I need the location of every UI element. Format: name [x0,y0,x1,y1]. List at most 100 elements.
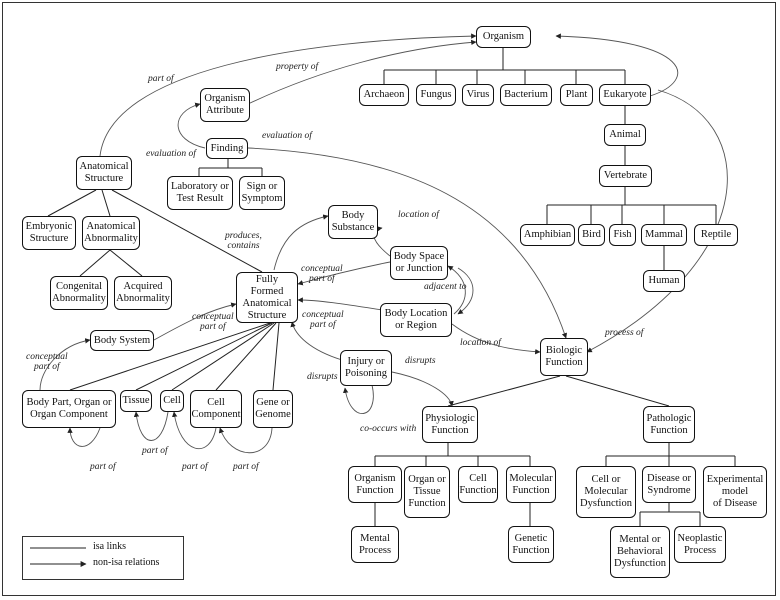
node-organism-function: Organism Function [348,466,402,503]
rel-conceptual-2 [297,297,383,311]
label-evaluation-of-2: evaluation of [262,131,312,141]
isa-physiologic-sub [374,503,531,526]
node-body-space: Body Space or Junction [390,246,448,280]
label-conceptual-part-of-4: conceptual part of [26,352,68,372]
legend-nonisa-label: non-isa relations [93,557,160,568]
isa-disease [639,503,701,526]
node-body-part: Body Part, Organ or Organ Component [22,390,116,428]
node-organism: Organism [476,26,531,48]
node-anatomical-structure: Anatomical Structure [76,156,132,190]
rel-property-of [247,39,477,105]
label-location-of-top: location of [398,210,439,220]
legend: isa links non-isa relations [22,536,184,580]
node-organism-attribute: Organism Attribute [200,88,250,122]
label-co-occurs-with: co-occurs with [360,424,417,434]
node-finding: Finding [206,138,248,159]
node-animal: Animal [604,124,646,146]
isa-physiologic-function [374,443,531,466]
rel-process-of [586,89,728,353]
node-congenital-abnormality: Congenital Abnormality [50,276,108,310]
node-pathologic-function: Pathologic Function [643,406,695,443]
label-part-of-2: part of [142,446,168,456]
node-human: Human [643,270,685,292]
rel-part-of-top [99,33,477,157]
node-molecular-function: Molecular Function [506,466,556,503]
label-part-of-top: part of [148,74,174,84]
node-vertebrate: Vertebrate [599,165,652,187]
rel-conceptual-3 [153,302,237,341]
node-fungus: Fungus [416,84,456,106]
node-cell-component: Cell Component [190,390,242,428]
node-body-substance: Body Substance [328,205,378,239]
rel-conceptual-1 [297,261,391,286]
isa-abnormality [79,249,143,277]
node-physiologic-function: Physiologic Function [422,406,478,443]
isa-organism [383,48,626,84]
rel-evaluation-of-2 [247,147,568,339]
node-body-system: Body System [90,330,154,351]
node-cell: Cell [160,390,184,412]
isa-fully-formed [69,322,280,391]
rel-part-of-3 [172,411,217,450]
rel-eukaryote-organism [555,33,679,97]
node-embryonic-structure: Embryonic Structure [22,216,76,250]
label-property-of: property of [276,62,319,72]
node-anatomical-abnormality: Anatomical Abnormality [82,216,140,250]
node-biologic-function: Biologic Function [540,338,588,376]
label-conceptual-part-of-3: conceptual part of [192,312,234,332]
node-gene-genome: Gene or Genome [253,390,293,428]
label-conceptual-part-of-2: conceptual part of [302,310,344,330]
rel-adjacent-1 [457,267,474,315]
node-acquired-abnormality: Acquired Abnormality [114,276,172,310]
label-location-of-bottom: location of [460,338,501,348]
node-cell-function: Cell Function [458,466,498,503]
isa-biologic-function [447,375,670,407]
node-tissue: Tissue [120,390,152,412]
label-part-of-1: part of [90,462,116,472]
isa-finding [198,159,263,176]
label-disrupts-1: disrupts [307,372,338,382]
node-bird: Bird [578,224,605,246]
rel-part-of-2 [133,411,169,441]
node-fish: Fish [609,224,636,246]
node-plant: Plant [560,84,593,106]
rel-disrupts-2 [391,371,454,407]
rel-disrupts-1 [290,321,343,361]
legend-isa-label: isa links [93,541,127,552]
rel-part-of-4 [218,427,273,454]
rel-location-of-bottom [451,323,541,355]
node-eukaryote: Eukaryote [599,84,651,106]
node-archaeon: Archaeon [359,84,409,106]
label-produces-contains: produces, contains [225,231,262,251]
label-part-of-3: part of [182,462,208,472]
node-injury-poisoning: Injury or Poisoning [340,350,392,386]
isa-links [47,48,736,526]
node-genetic-function: Genetic Function [508,526,554,563]
node-reptile: Reptile [694,224,738,246]
node-mammal: Mammal [641,224,687,246]
isa-pathologic-function [605,443,736,466]
node-body-location: Body Location or Region [380,303,452,337]
node-mental-behavioral-dysfunction: Mental or Behavioral Dysfunction [610,526,670,578]
node-neoplastic-process: Neoplastic Process [674,526,726,563]
rel-produces [273,214,329,271]
rel-co-occurs [342,384,374,414]
node-lab-result: Laboratory or Test Result [167,176,233,210]
node-cell-molecular-dysfunction: Cell or Molecular Dysfunction [576,466,636,518]
label-evaluation-of-1: evaluation of [146,149,196,159]
label-part-of-4: part of [233,462,259,472]
rel-adjacent-2 [447,265,466,315]
isa-vertebrate [546,187,717,224]
node-mental-process: Mental Process [351,526,399,563]
isa-anatomical-structure [47,189,263,273]
label-disrupts-2: disrupts [405,356,436,366]
rel-conceptual-4 [39,338,91,391]
label-conceptual-part-of-1: conceptual part of [301,264,343,284]
label-process-of: process of [605,328,644,338]
node-amphibian: Amphibian [520,224,575,246]
rel-evaluation-of-1 [177,102,206,149]
node-experimental-model: Experimental model of Disease [703,466,767,518]
node-sign-symptom: Sign or Symptom [239,176,285,210]
